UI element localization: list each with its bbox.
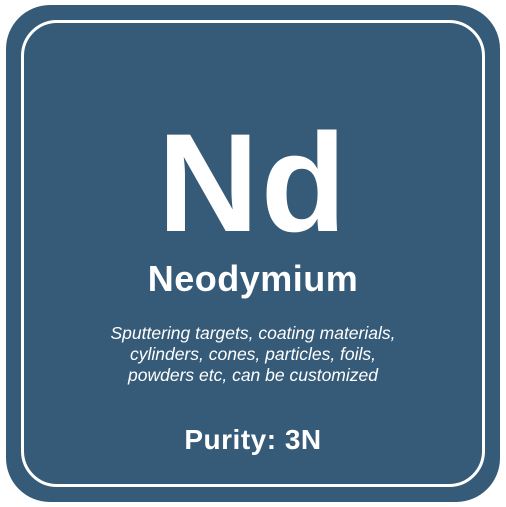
description-line: powders etc, can be customized — [128, 365, 378, 385]
description-line: Sputtering targets, coating materials, — [110, 323, 396, 343]
purity-label: Purity: 3N — [184, 424, 322, 455]
element-symbol: Nd — [157, 104, 349, 261]
product-description: Sputtering targets, coating materials, c… — [6, 323, 500, 386]
tile-inner-border — [21, 20, 485, 487]
description-line: cylinders, cones, particles, foils, — [129, 344, 377, 364]
element-name: Neodymium — [147, 258, 359, 299]
element-tile: Nd Neodymium Sputtering targets, coating… — [6, 5, 500, 502]
